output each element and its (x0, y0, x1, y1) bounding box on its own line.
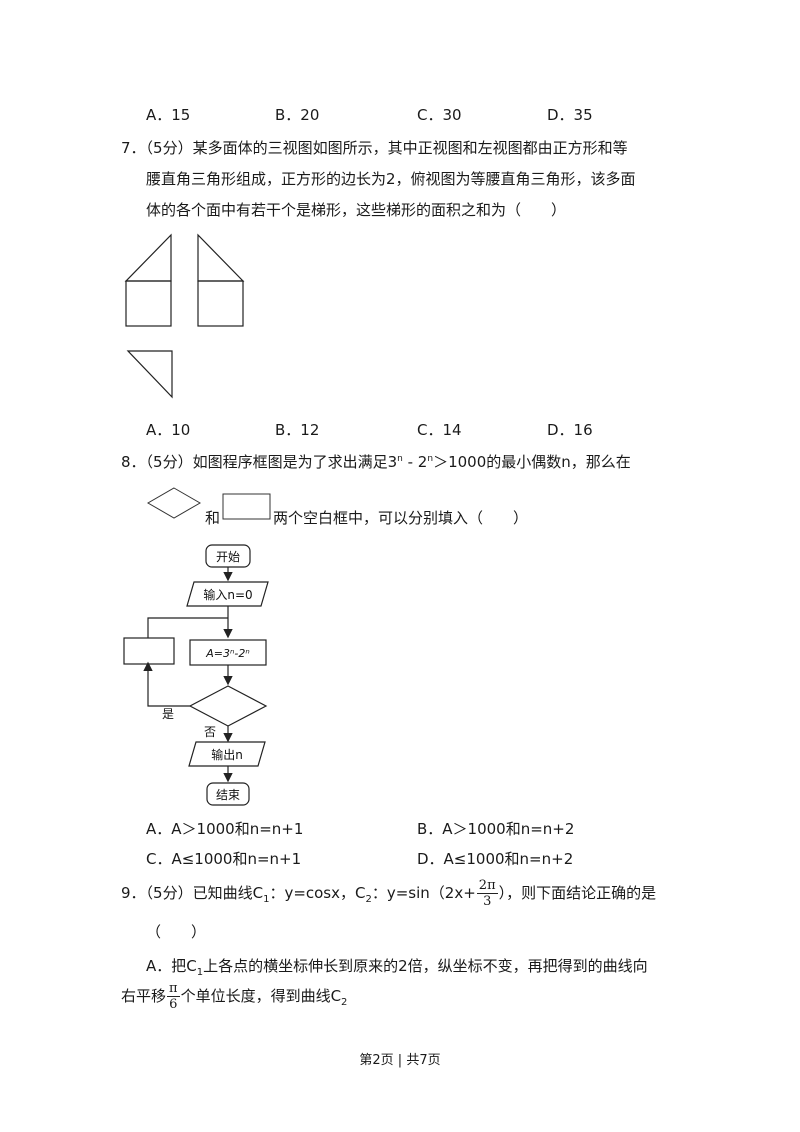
blank-diamond-symbol (146, 487, 202, 519)
flow-decision (188, 685, 268, 727)
flow-end (206, 782, 250, 806)
q8-option-c: C．A≤1000和n=n+1 (146, 850, 302, 868)
flow-yes-label: 是 (162, 707, 174, 721)
flow-end-label: 结束 (216, 788, 240, 802)
side-view-triangle (197, 233, 245, 282)
flow-blank-box (123, 637, 175, 665)
q9-frac1-den: 3 (483, 894, 492, 909)
flow-output (188, 741, 266, 767)
three-view-diagram (124, 233, 245, 399)
side-view-square (197, 280, 244, 327)
flow-start-label: 开始 (216, 550, 240, 564)
blank-rect-symbol (222, 493, 271, 520)
q9-option-a-line-1: A．把C1上各点的横坐标伸长到原来的2倍，纵坐标不变，再把得到的曲线向 (146, 955, 648, 978)
q8-and: 和 (205, 509, 221, 527)
q9-text-d: ），则下面结论正确的是 (498, 884, 657, 902)
q9-sub-1: 1 (263, 894, 270, 905)
q8-line-2: 两个空白框中，可以分别填入（ ） (273, 509, 529, 527)
q7-option-d: D．16 (547, 421, 593, 439)
q7-line-3: 体的各个面中有若干个是梯形，这些梯形的面积之和为（ ） (146, 201, 567, 219)
flow-input (186, 581, 269, 607)
q9-opta-text-b: 上各点的横坐标伸长到原来的2倍，纵坐标不变，再把得到的曲线向 (203, 957, 648, 975)
q6-option-b: B．20 (275, 106, 320, 124)
front-view-triangle (124, 233, 172, 282)
q8-text-b: - 2 (402, 453, 428, 471)
q7-option-b: B．12 (275, 421, 320, 439)
q9-opta2-text-a: 右平移 (121, 987, 167, 1005)
q8-option-d: D．A≤1000和n=n+2 (417, 850, 574, 868)
q9-text-a: 9．（5分）已知曲线C (121, 884, 264, 902)
q9-line-2: （ ） (146, 923, 207, 941)
front-view-square (125, 280, 172, 327)
q9-opta-text-a: A．把C (146, 957, 197, 975)
q9-frac2-num: π (167, 981, 180, 997)
q6-option-a: A．15 (146, 106, 191, 124)
q6-option-c: C．30 (417, 106, 462, 124)
flow-output-label: 输出n (211, 747, 243, 762)
q9-frac2-den: 6 (169, 997, 178, 1012)
flowchart: 开始 输入n=0 A=3ⁿ-2ⁿ 是 否 输出n 结束 (123, 544, 269, 806)
q8-text-a: 8．（5分）如图程序框图是为了求出满足3 (121, 453, 398, 471)
q8-text-c: ＞1000的最小偶数n，那么在 (433, 453, 631, 471)
q9-opta2-sub: 2 (341, 997, 348, 1008)
q9-text-b: ：y=cosx，C (269, 884, 366, 902)
q8-sup-2: n (427, 454, 434, 464)
q7-option-a: A．10 (146, 421, 191, 439)
q9-opta-sub: 1 (196, 967, 204, 978)
q7-option-c: C．14 (417, 421, 462, 439)
q8-line-1: 8．（5分）如图程序框图是为了求出满足3n - 2n＞1000的最小偶数n，那么… (121, 451, 631, 472)
q9-opta2-text-b: 个单位长度，得到曲线C (180, 987, 342, 1005)
q8-sup-1: n (397, 454, 403, 464)
q7-line-2: 腰直角三角形组成，正方形的边长为2，俯视图为等腰直角三角形，该多面 (146, 170, 636, 188)
flow-input-label: 输入n=0 (203, 587, 252, 602)
flow-assign-label: A=3ⁿ-2ⁿ (205, 647, 249, 660)
q7-line-1: 7．（5分）某多面体的三视图如图所示，其中正视图和左视图都由正方形和等 (121, 139, 628, 157)
q8-option-b: B．A＞1000和n=n+2 (417, 820, 575, 838)
top-view-triangle (126, 350, 173, 399)
q9-frac1-num: 2π (476, 878, 498, 894)
q9-text-c: ：y=sin（2x+ (371, 884, 476, 902)
q6-option-d: D．35 (547, 106, 593, 124)
page-footer: 第2页 | 共7页 (359, 1053, 441, 1068)
q9-sub-2: 2 (365, 894, 372, 905)
q8-option-a: A．A＞1000和n=n+1 (146, 820, 304, 838)
flow-no-label: 否 (204, 725, 216, 739)
